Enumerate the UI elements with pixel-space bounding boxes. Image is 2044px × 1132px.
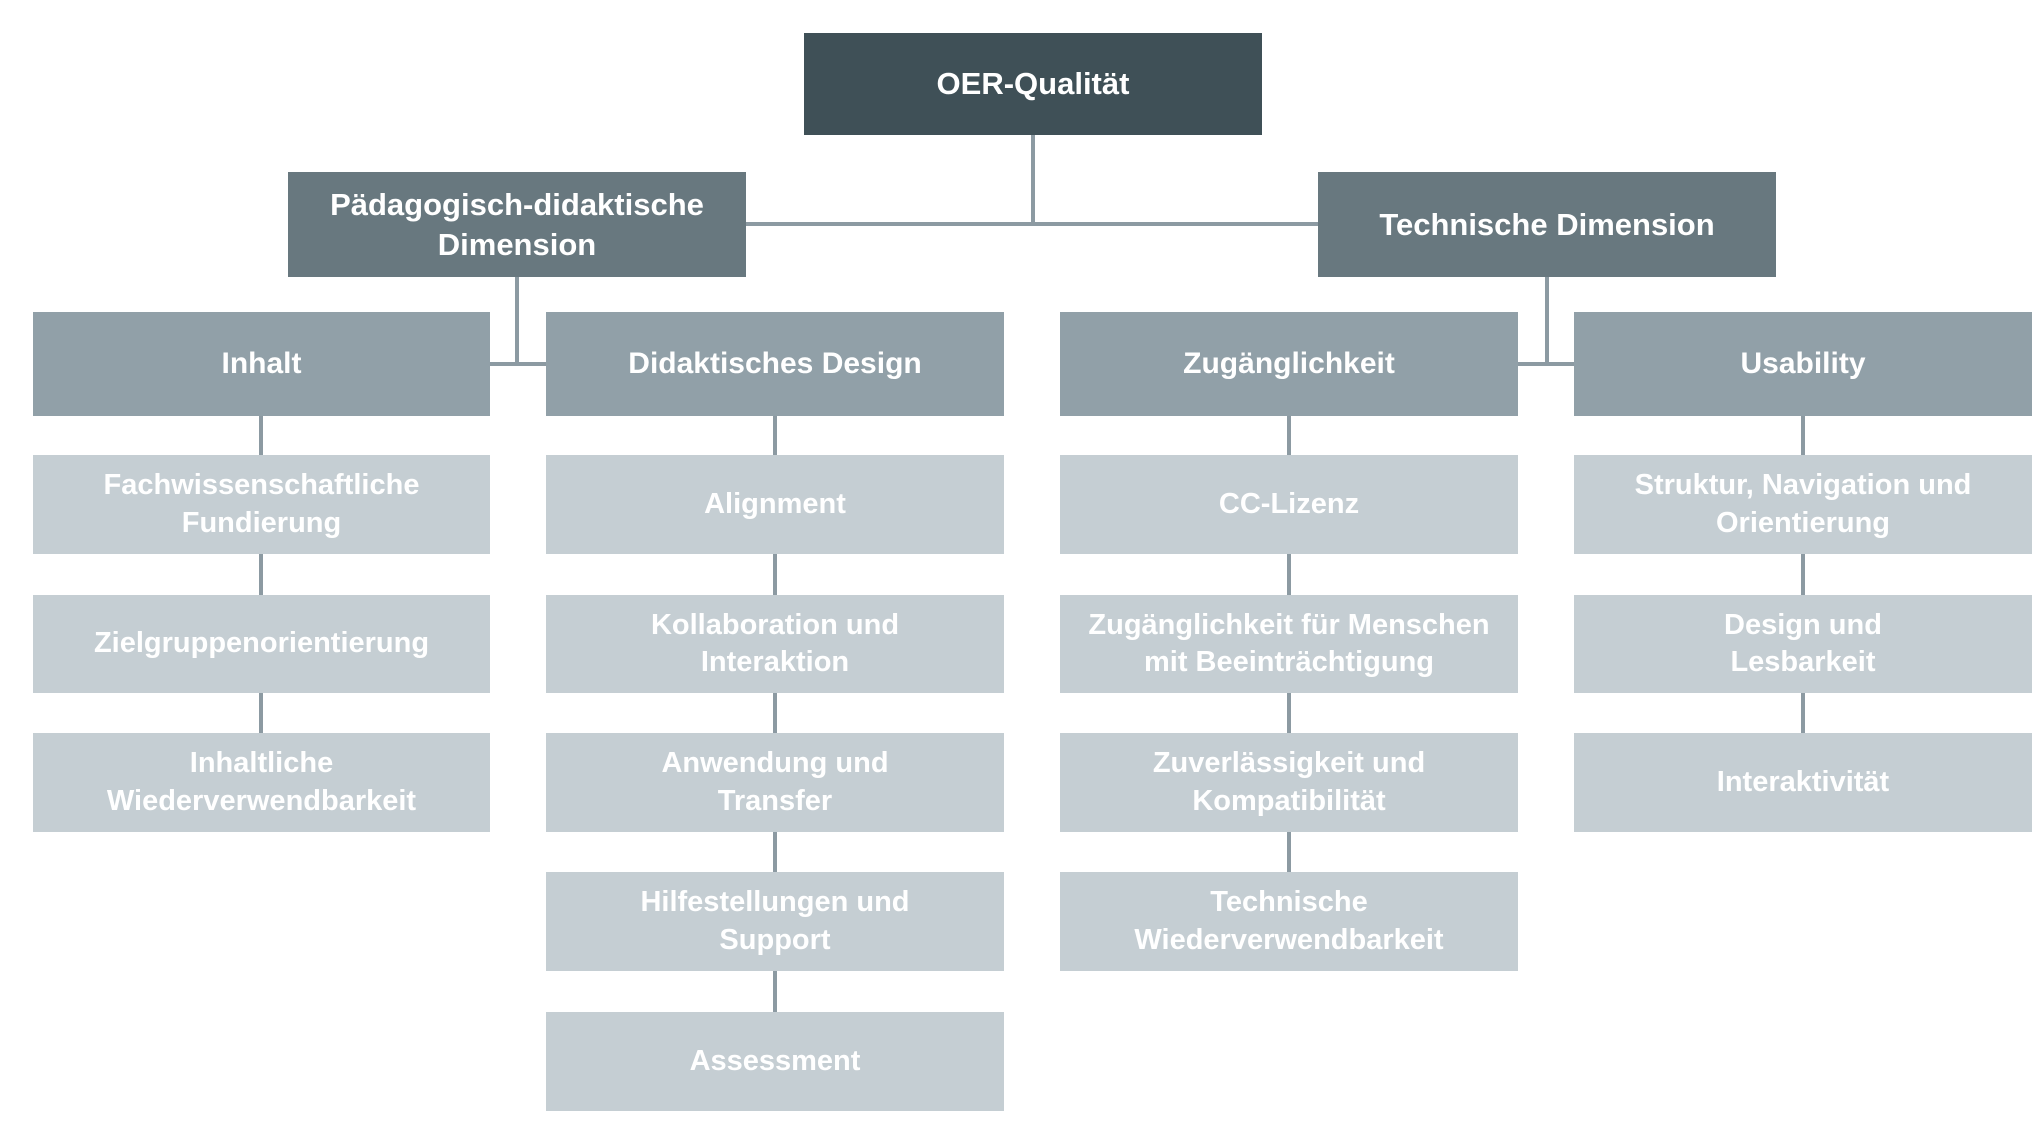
connector-line [746,222,1318,226]
connector-line [773,554,777,595]
node-kollaboration-und-interaktion: Kollaboration und Interaktion [546,595,1004,693]
node-struktur-navigation-orientierung: Struktur, Navigation und Orientierung [1574,455,2032,554]
node-design-und-lesbarkeit: Design und Lesbarkeit [1574,595,2032,693]
connector-line [1287,832,1291,872]
connector-line [1287,416,1291,455]
connector-line [773,971,777,1012]
node-usability: Usability [1574,312,2032,416]
connector-line [1801,693,1805,733]
node-inhalt: Inhalt [33,312,490,416]
connector-line [773,693,777,733]
connector-line [1031,135,1035,226]
node-anwendung-und-transfer: Anwendung und Transfer [546,733,1004,832]
connector-line [1287,693,1291,733]
connector-line [490,362,546,366]
node-alignment: Alignment [546,455,1004,554]
connector-line [773,832,777,872]
node-paedagogisch-didaktische-dimension: Pädagogisch-didaktische Dimension [288,172,746,277]
node-oer-qualitaet: OER-Qualität [804,33,1262,135]
node-hilfestellungen-und-support: Hilfestellungen und Support [546,872,1004,971]
connector-line [259,554,263,595]
connector-line [1545,277,1549,366]
connector-line [259,416,263,455]
node-assessment: Assessment [546,1012,1004,1111]
node-zugaenglichkeit-fuer-menschen: Zugänglichkeit für Menschen mit Beeinträ… [1060,595,1518,693]
node-zuverlaessigkeit-und-kompatibilitaet: Zuverlässigkeit und Kompatibilität [1060,733,1518,832]
connector-line [515,277,519,366]
connector-line [259,693,263,733]
connector-line [1801,416,1805,455]
node-cc-lizenz: CC-Lizenz [1060,455,1518,554]
node-zugaenglichkeit: Zugänglichkeit [1060,312,1518,416]
node-inhaltliche-wiederverwendbarkeit: Inhaltliche Wiederverwendbarkeit [33,733,490,832]
connector-line [1287,554,1291,595]
node-fachwissenschaftliche-fundierung: Fachwissenschaftliche Fundierung [33,455,490,554]
connector-line [773,416,777,455]
node-zielgruppenorientierung: Zielgruppenorientierung [33,595,490,693]
connector-line [1801,554,1805,595]
node-interaktivitaet: Interaktivität [1574,733,2032,832]
node-technische-wiederverwendbarkeit: Technische Wiederverwendbarkeit [1060,872,1518,971]
node-didaktisches-design: Didaktisches Design [546,312,1004,416]
connector-line [1517,362,1574,366]
node-technische-dimension: Technische Dimension [1318,172,1776,277]
